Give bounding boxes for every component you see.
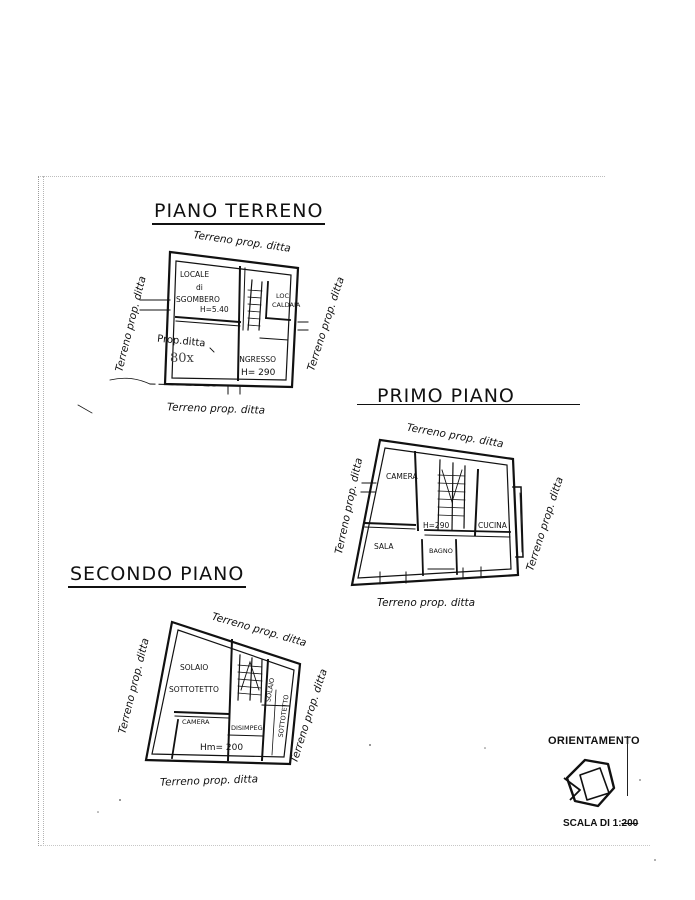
- title-primo-piano: PRIMO PIANO: [377, 385, 515, 407]
- orientamento-divider: [627, 736, 628, 796]
- pp-cucina: CUCINA: [478, 521, 507, 530]
- pt-locale-line2: di: [196, 283, 203, 292]
- pt-locale-line3: SGOMBERO: [176, 295, 220, 304]
- pp-sala: SALA: [374, 542, 394, 551]
- pp-ext-bottom: Terreno prop. ditta: [377, 597, 476, 609]
- pt-ingresso-height: H= 290: [241, 368, 276, 378]
- pt-locale-height: H=5.40: [200, 305, 229, 314]
- scale-label: SCALA DI 1:200: [563, 818, 638, 829]
- pt-loc-caldaia-2: CALDAIA: [272, 301, 301, 309]
- sp-solaio: SOLAIO: [180, 663, 209, 672]
- sp-camera: CAMERA: [182, 718, 210, 726]
- primo-piano-plan: [350, 438, 524, 587]
- pt-loc-caldaia-1: LOC.: [276, 292, 292, 300]
- secondo-piano-plan: [144, 620, 302, 766]
- scale-value: 200: [621, 818, 639, 829]
- sp-sottotetto: SOTTOTETTO: [169, 685, 219, 694]
- pt-handwritten-note: 80x: [170, 351, 194, 366]
- scan-border-left: [38, 176, 44, 846]
- scan-border-bottom: [40, 845, 650, 848]
- pt-ingresso: INGRESSO: [237, 355, 277, 364]
- pp-height: H=290: [423, 521, 450, 530]
- title-piano-terreno: PIANO TERRENO: [152, 200, 326, 225]
- pp-bagno: BAGNO: [429, 547, 453, 555]
- title-primo-piano-underline: [357, 404, 580, 405]
- title-secondo-piano: SECONDO PIANO: [68, 563, 247, 588]
- piano-terreno-plan: [77, 250, 309, 414]
- scan-specks: [97, 744, 656, 861]
- scan-border-top: [40, 176, 605, 179]
- compass-rose: [563, 758, 616, 808]
- orientamento-label: ORIENTAMENTO: [548, 735, 640, 747]
- sp-disimpegno: DISIMPEG: [231, 724, 263, 732]
- pp-camera: CAMERA: [386, 472, 418, 481]
- sp-height: Hm= 200: [200, 743, 244, 753]
- scale-prefix: SCALA DI 1:: [563, 818, 622, 829]
- pt-locale-line1: LOCALE: [180, 270, 210, 279]
